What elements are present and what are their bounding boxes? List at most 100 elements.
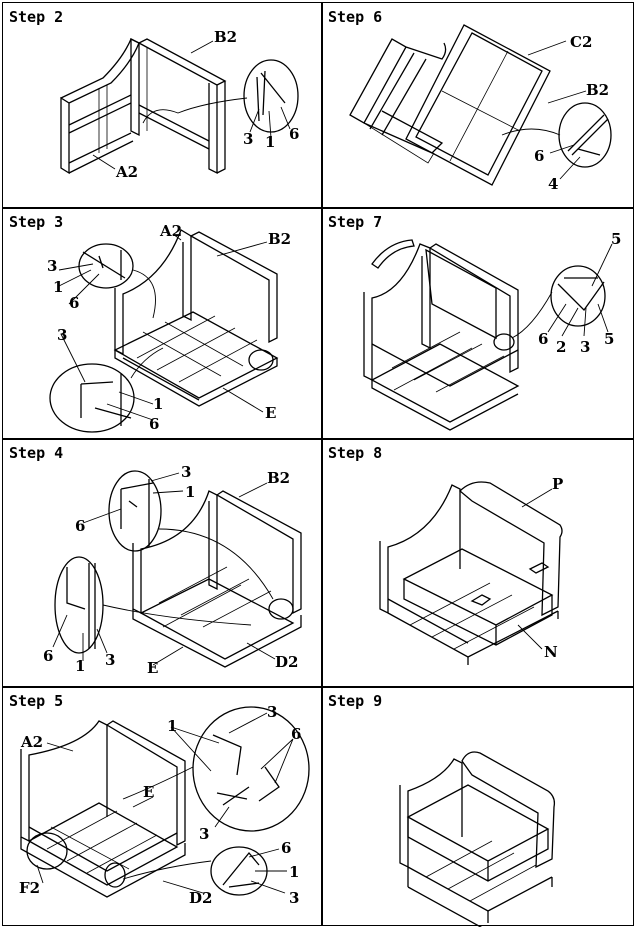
step-title: Step 3 bbox=[9, 213, 64, 231]
step-5-panel: Step 5 1 bbox=[3, 687, 321, 927]
part-label-6: 6 bbox=[69, 294, 79, 312]
bracket-detail-bottom bbox=[66, 563, 96, 649]
frame-assembly bbox=[379, 484, 559, 665]
part-label-3: 3 bbox=[243, 130, 253, 148]
detail-circle-main bbox=[192, 706, 310, 832]
part-label-3: 3 bbox=[181, 463, 191, 481]
part-label-b2: B2 bbox=[586, 81, 609, 99]
step-8-panel: Step 8 P N bbox=[322, 439, 635, 686]
part-label-6: 6 bbox=[149, 415, 159, 433]
detail-circle-top bbox=[108, 470, 162, 552]
bracket-marker-right bbox=[104, 862, 126, 888]
part-label-1: 1 bbox=[53, 278, 63, 296]
part-label-6: 6 bbox=[291, 725, 301, 743]
detail-circle bbox=[558, 102, 612, 168]
part-label-1: 1 bbox=[265, 133, 275, 151]
step-6-panel: Step 6 C2 B2 6 4 bbox=[322, 3, 635, 207]
part-label-3: 3 bbox=[57, 326, 67, 344]
part-label-6: 6 bbox=[75, 517, 85, 535]
back-frame-b2 bbox=[130, 37, 227, 175]
part-label-1: 1 bbox=[153, 395, 163, 413]
bracket-marker bbox=[493, 333, 515, 351]
step-4-panel: Step 4 3 1 bbox=[3, 439, 321, 686]
bracket-detail-main bbox=[212, 734, 280, 806]
row-divider bbox=[3, 207, 633, 209]
step-7-diagram: 5 6 2 3 5 bbox=[363, 230, 621, 431]
part-label-3: 3 bbox=[47, 257, 57, 275]
step-title: Step 8 bbox=[328, 444, 383, 462]
step-title: Step 6 bbox=[328, 8, 383, 26]
bracket-detail-top bbox=[120, 479, 154, 547]
part-label-3: 3 bbox=[105, 651, 115, 669]
detail-circle bbox=[550, 265, 606, 327]
step-title: Step 5 bbox=[9, 692, 64, 710]
bracket-detail bbox=[557, 277, 605, 312]
bracket-marker bbox=[268, 598, 294, 620]
step-title: Step 2 bbox=[9, 8, 64, 26]
step-3-panel: Step 3 A2 bbox=[3, 208, 321, 438]
step-3-diagram: A2 B2 3 1 6 3 1 6 E bbox=[47, 222, 291, 433]
part-label-a2: A2 bbox=[159, 222, 182, 240]
part-label-5: 5 bbox=[604, 330, 614, 348]
part-label-p: P bbox=[552, 475, 563, 493]
frame-assembly bbox=[399, 758, 553, 927]
part-label-1: 1 bbox=[289, 863, 299, 881]
part-label-b2: B2 bbox=[268, 230, 291, 248]
back-cushion bbox=[461, 751, 556, 869]
step-title: Step 7 bbox=[328, 213, 383, 231]
back-cushion-p bbox=[459, 481, 563, 617]
part-label-d2: D2 bbox=[189, 889, 212, 907]
part-label-3: 3 bbox=[267, 703, 277, 721]
part-label-1: 1 bbox=[185, 483, 195, 501]
step-7-panel: Step 7 5 6 2 3 bbox=[322, 208, 635, 438]
arrow-icon bbox=[528, 562, 550, 574]
part-label-3: 3 bbox=[199, 825, 209, 843]
part-label-b2: B2 bbox=[267, 469, 290, 487]
detail-circle-bottom bbox=[54, 556, 104, 654]
part-label-6: 6 bbox=[538, 330, 548, 348]
seat-cushion-n bbox=[402, 548, 554, 646]
frame-assembly bbox=[113, 229, 279, 407]
part-label-5: 5 bbox=[611, 230, 621, 248]
step-4-diagram: 3 1 6 B2 6 1 3 E D2 bbox=[43, 463, 302, 677]
step-9-panel: Step 9 bbox=[322, 687, 635, 927]
part-label-6: 6 bbox=[281, 839, 291, 857]
part-label-e: E bbox=[265, 404, 276, 422]
step-8-diagram: P N bbox=[379, 475, 563, 665]
step-title: Step 9 bbox=[328, 692, 383, 710]
detail-circle bbox=[243, 59, 299, 133]
part-label-2: 2 bbox=[556, 338, 566, 356]
part-label-c2: C2 bbox=[570, 33, 592, 51]
detail-circle-top bbox=[78, 243, 134, 289]
bracket-detail bbox=[567, 114, 609, 156]
part-label-1: 1 bbox=[167, 717, 177, 735]
part-label-e: E bbox=[143, 783, 154, 801]
seat-cushion bbox=[406, 784, 550, 882]
part-label-6: 6 bbox=[43, 647, 53, 665]
bracket-detail bbox=[256, 70, 286, 122]
part-label-n: N bbox=[544, 643, 558, 661]
detail-circle-bottom bbox=[49, 363, 135, 433]
bracket-detail-top bbox=[82, 250, 126, 280]
part-label-6: 6 bbox=[289, 125, 299, 143]
part-label-d2: D2 bbox=[275, 653, 298, 671]
part-label-a2: A2 bbox=[20, 733, 43, 751]
bracket-marker bbox=[248, 349, 274, 371]
part-label-f2: F2 bbox=[19, 879, 40, 897]
part-label-6: 6 bbox=[534, 147, 544, 165]
step-9-diagram bbox=[399, 751, 556, 927]
step-title: Step 4 bbox=[9, 444, 64, 462]
step-5-diagram: 1 3 6 3 A2 E F2 D2 6 1 3 bbox=[19, 703, 310, 907]
step-2-diagram: B2 A2 3 1 6 bbox=[60, 28, 299, 181]
part-label-3: 3 bbox=[580, 338, 590, 356]
seat-frame-c2 bbox=[405, 24, 551, 186]
column-divider bbox=[321, 3, 323, 925]
part-label-1: 1 bbox=[75, 657, 85, 675]
curved-piece bbox=[371, 239, 415, 269]
part-label-4: 4 bbox=[548, 175, 558, 193]
side-frame-a2 bbox=[60, 38, 140, 175]
frame-assembly bbox=[20, 720, 186, 898]
bracket-detail-bottom bbox=[80, 374, 132, 426]
